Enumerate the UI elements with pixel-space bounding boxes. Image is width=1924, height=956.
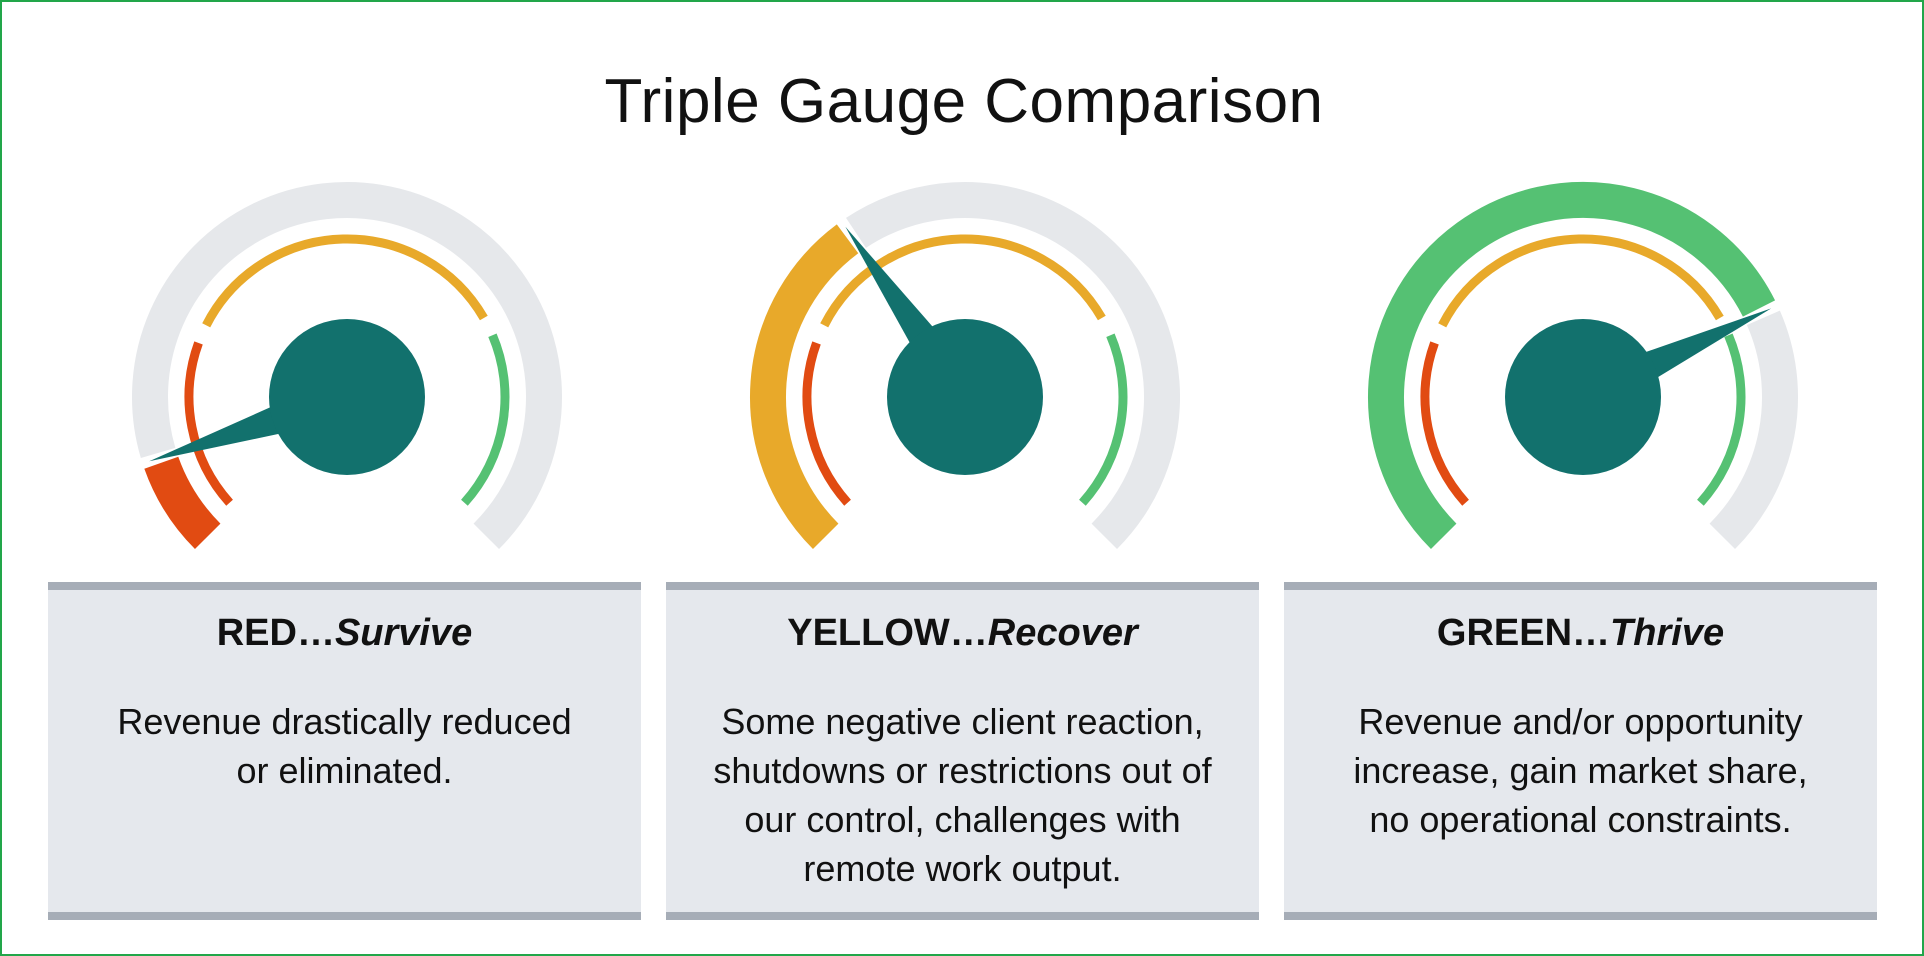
gauge-yellow-hub — [887, 319, 1043, 475]
page-title: Triple Gauge Comparison — [604, 67, 1324, 136]
gauge-green-scale-red — [1420, 341, 1469, 506]
gauge-green-progress — [1368, 182, 1776, 550]
card-red-heading: RED…Survive — [48, 612, 641, 655]
gauge-green-hub — [1505, 319, 1661, 475]
gauge-red-dial — [132, 182, 562, 550]
card-red-heading-level: RED… — [216, 612, 335, 654]
card-green: GREEN…Thrive Revenue and/or opportunity … — [1284, 582, 1877, 920]
gauge-yellow-progress — [750, 224, 859, 550]
gauge-red — [117, 172, 577, 572]
gauge-red-progress — [144, 456, 221, 550]
gauge-green-scale-green — [1697, 333, 1746, 506]
card-yellow-heading-state: Recover — [987, 612, 1138, 654]
card-yellow-heading-level: YELLOW… — [787, 612, 988, 654]
card-yellow-description: Some negative client reaction, shutdowns… — [713, 701, 1212, 889]
gauge-yellow-dial — [750, 181, 1180, 550]
card-yellow-heading: YELLOW…Recover — [666, 612, 1259, 655]
card-red-heading-state: Survive — [334, 612, 473, 654]
gauge-red-scale-yellow — [202, 234, 488, 328]
gauge-green-scale-yellow — [1438, 234, 1724, 328]
gauge-yellow-scale-red — [802, 341, 851, 506]
gauge-yellow-track — [846, 181, 1180, 550]
gauge-red-track — [132, 182, 562, 550]
gauge-red-hub — [269, 319, 425, 475]
gauge-yellow — [735, 172, 1195, 572]
gauge-green-dial — [1368, 182, 1798, 550]
gauge-green-track — [1709, 310, 1798, 550]
card-green-heading-state: Thrive — [1610, 612, 1725, 654]
card-red-description: Revenue drastically reduced or eliminate… — [117, 701, 572, 791]
card-green-heading: GREEN…Thrive — [1284, 612, 1877, 655]
gauge-red-scale-green — [461, 333, 510, 506]
gauge-yellow-scale-green — [1079, 333, 1128, 506]
card-yellow: YELLOW…Recover Some negative client reac… — [666, 582, 1259, 920]
card-red: RED…Survive Revenue drastically reduced … — [48, 582, 641, 920]
card-green-heading-level: GREEN… — [1436, 612, 1611, 654]
gauge-yellow-scale-yellow — [820, 234, 1106, 328]
gauge-red-scale-red — [184, 341, 233, 506]
gauge-green — [1353, 172, 1813, 572]
card-green-description: Revenue and/or opportunity increase, gai… — [1353, 701, 1808, 840]
